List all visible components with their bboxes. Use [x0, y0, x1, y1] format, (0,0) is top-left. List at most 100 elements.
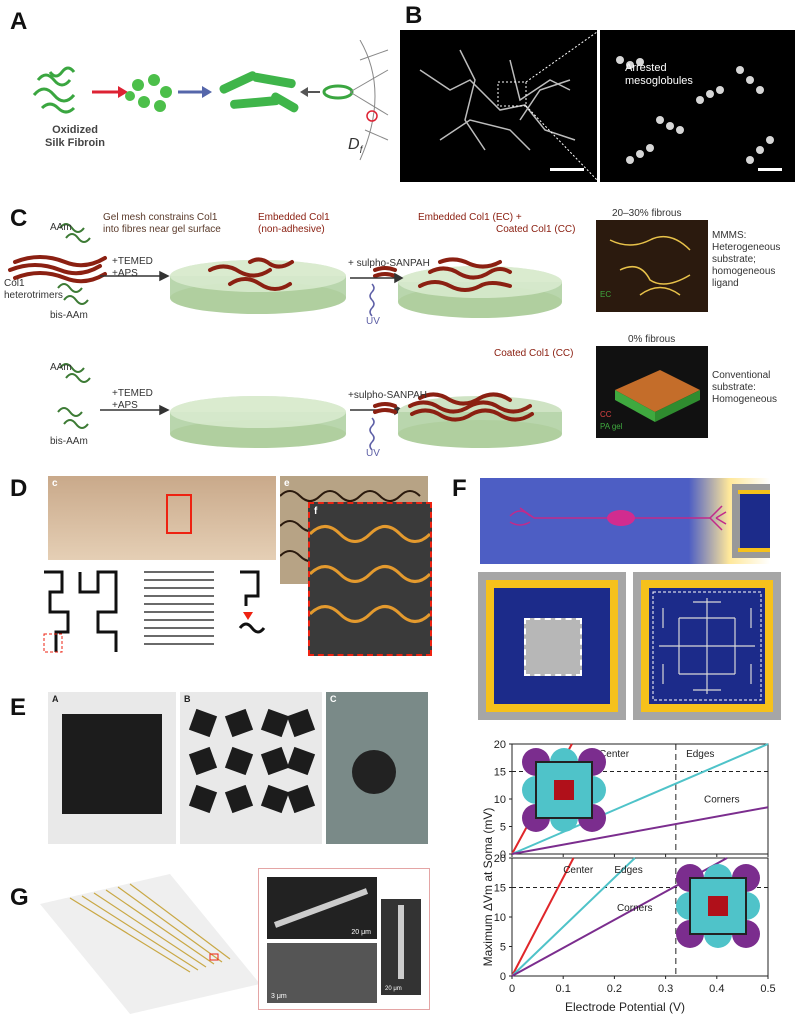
sub-label-e: e: [284, 478, 290, 489]
embedded-col1-label: (non-adhesive): [258, 224, 325, 235]
y-tick-label: 5: [500, 822, 506, 834]
y-tick-label: 10: [494, 794, 506, 806]
series-label-edges: Edges: [686, 749, 714, 760]
serpentine-patterns: [43, 570, 266, 653]
sub-label-a: A: [52, 694, 59, 704]
ec-cc-label: Embedded Col1 (EC) +: [418, 212, 522, 223]
led-sphere: [352, 750, 396, 794]
mmms-label: MMMS: Heterogeneous substrate; homogeneo…: [712, 230, 780, 290]
series-line-center: [511, 857, 575, 977]
series-label-corners: Corners: [617, 903, 653, 914]
sem-image-zoom: [600, 30, 795, 182]
electrode-center: [478, 572, 626, 720]
x-tick-label: 0: [509, 983, 515, 995]
neuron-simulation: [480, 478, 770, 564]
uv-label: UV: [366, 316, 380, 327]
y-tick-label: 15: [494, 767, 506, 779]
inset-center-pad: [708, 896, 728, 916]
temed-label-bottom: +TEMED: [112, 388, 153, 399]
sub-label-b: B: [184, 694, 191, 704]
panel-letter-e: E: [10, 694, 27, 721]
led-array-photo-a: A: [48, 692, 176, 844]
pa-gel-label: PA gel: [600, 422, 623, 431]
electrode-array-render: [40, 874, 260, 1014]
rods: [219, 71, 299, 113]
x-axis-label: Electrode Potential (V): [564, 1000, 686, 1014]
y-tick-label: 0: [500, 849, 506, 861]
scale-bar-label: 3 μm: [271, 993, 287, 1000]
fractal-network: [349, 40, 389, 161]
sem-inset-box: 20 μm 3 μm 20 μm: [258, 868, 430, 1010]
inset-frame: [535, 761, 593, 819]
series-label-edges: Edges: [614, 865, 642, 876]
y-tick-label: 5: [500, 942, 506, 954]
fibrous-top-label: 20–30% fibrous: [612, 208, 682, 219]
panel-letter-b: B: [405, 2, 423, 29]
y-tick-label: 20: [494, 853, 506, 865]
silk-fibroin-caption: Oxidized Silk Fibroin: [40, 124, 110, 150]
sulpho-sanpah-label: + sulpho-SANPAH: [348, 258, 430, 269]
serpentine-micrograph-f: f: [308, 502, 432, 656]
x-tick-label: 0.3: [658, 983, 673, 995]
oxidized-silk-coils: [32, 66, 76, 114]
y-tick-label: 0: [500, 971, 506, 983]
df-subscript: f: [359, 145, 363, 157]
gel-mesh-label: into fibres near gel surface: [103, 224, 221, 235]
electrode-fractal: [633, 572, 781, 720]
scale-bar-label: 20 μm: [351, 929, 371, 936]
conv-line: Homogeneous: [712, 394, 778, 405]
center-pad: [524, 618, 582, 676]
bis-aam-label-bottom: bis-AAm: [50, 436, 88, 447]
mesoglobules-annotation: Arrested mesoglobules: [625, 62, 693, 88]
heterotrimers-label: heterotrimers: [4, 290, 63, 301]
sulpho-sanpah-label-bottom: +sulpho-SANPAH: [348, 390, 428, 401]
sem-vertical-fiber: 20 μm: [381, 899, 421, 995]
conv-line: substrate:: [712, 382, 756, 393]
conventional-label: Conventional substrate: Homogeneous: [712, 370, 777, 406]
aps-label-bottom: +APS: [112, 400, 138, 411]
mmms-line: ligand: [712, 278, 739, 289]
electrode-inset: [676, 864, 760, 948]
panel-letter-f: F: [452, 475, 467, 502]
panel-letter-c: C: [10, 205, 28, 232]
embedded-col1-label: Embedded Col1: [258, 212, 330, 223]
series-line-edges: [511, 857, 636, 977]
ec-cc-label: Coated Col1 (CC): [496, 224, 576, 235]
gel-mesh-label: Gel mesh constrains Col1: [103, 212, 218, 223]
highlight-box: [166, 494, 192, 534]
silk-fibroin-assembly-diagram: [32, 40, 389, 161]
y-tick-label: 15: [494, 883, 506, 895]
y-axis-label: Maximum ΔVm at Soma (mV): [481, 807, 495, 967]
bis-aam-label: bis-AAm: [50, 310, 88, 321]
inset-center-pad: [554, 780, 574, 800]
mmms-line: MMMS:: [712, 230, 747, 241]
panel-letter-d: D: [10, 475, 28, 502]
cc-micrograph-label: CC: [600, 410, 612, 419]
aam-label: AAm: [50, 222, 72, 233]
caption-line: Silk Fibroin: [45, 137, 105, 149]
x-tick-label: 0.2: [607, 983, 622, 995]
sub-label-c: c: [52, 478, 58, 489]
sub-label-f: f: [314, 506, 318, 517]
mmms-line: homogeneous: [712, 266, 776, 277]
sub-label-c-e: C: [330, 694, 337, 704]
annotation-line: mesoglobules: [625, 75, 693, 87]
uv-label-bottom: UV: [366, 448, 380, 459]
y-tick-label: 20: [494, 739, 506, 751]
df-label: Df: [348, 136, 362, 156]
df-letter: D: [348, 136, 360, 153]
series-label-corners: Corners: [704, 794, 740, 805]
conv-line: Conventional: [712, 370, 771, 381]
panel-letter-g: G: [10, 884, 29, 911]
led-array-photo-b: B: [180, 692, 322, 844]
skin-photo: c: [48, 476, 276, 560]
led-sphere-photo-c: C: [326, 692, 428, 844]
annotation-line: Arrested: [625, 62, 667, 74]
x-tick-label: 0.4: [709, 983, 724, 995]
series-label-center: Center: [599, 749, 630, 760]
ec-micrograph-label: EC: [600, 290, 612, 299]
col1-substrate-diagram: [8, 220, 708, 450]
scale-bar-label: 20 μm: [385, 986, 402, 992]
